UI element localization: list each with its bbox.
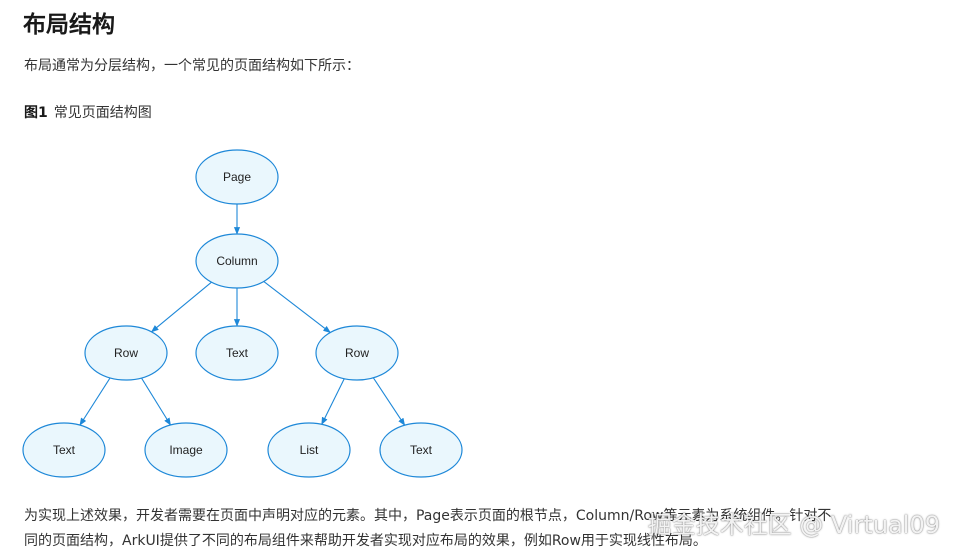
node-text-middle-shape	[195, 325, 279, 381]
edge-row-right-to-list	[321, 378, 345, 426]
node-row-left-label: Row	[114, 346, 138, 360]
figure-caption-text: 常见页面结构图	[53, 105, 152, 121]
node-column-label: Column	[216, 254, 257, 268]
node-text-right-shape	[379, 422, 463, 478]
node-page-label: Page	[223, 170, 251, 184]
body-line-2: 同的页面结构，ArkUI提供了不同的布局组件来帮助开发者实现对应布局的效果，例如…	[24, 533, 707, 549]
node-list-label: List	[300, 443, 319, 457]
node-list: List	[267, 422, 351, 478]
node-row-right-shape	[315, 325, 399, 381]
node-image: Image	[144, 422, 228, 478]
page-title: 布局结构	[23, 12, 115, 38]
node-page: Page	[195, 149, 279, 205]
node-row-left: Row	[84, 325, 168, 381]
node-column-shape	[195, 233, 279, 289]
node-text-left: Text	[22, 422, 106, 478]
node-page-shape	[195, 149, 279, 205]
intro-paragraph: 布局通常为分层结构，一个常见的页面结构如下所示：	[24, 58, 360, 74]
edge-row-right-to-text-right	[372, 377, 406, 426]
node-text-middle: Text	[195, 325, 279, 381]
edge-row-left-to-image	[140, 377, 172, 426]
node-text-left-label: Text	[53, 443, 76, 457]
figure-caption: 图1 常见页面结构图	[24, 102, 152, 124]
edge-column-to-row-left	[150, 281, 212, 333]
node-row-left-shape	[84, 325, 168, 381]
body-paragraph: 为实现上述效果，开发者需要在页面中声明对应的元素。其中，Page表示页面的根节点…	[24, 504, 944, 554]
body-line-1: 为实现上述效果，开发者需要在页面中声明对应的元素。其中，Page表示页面的根节点…	[24, 508, 832, 524]
node-text-right-label: Text	[410, 443, 433, 457]
figure-number: 图1	[24, 105, 48, 121]
node-text-left-shape	[22, 422, 106, 478]
node-list-shape	[267, 422, 351, 478]
diagram-edges	[79, 204, 406, 426]
node-column: Column	[195, 233, 279, 289]
edge-row-left-to-text-left	[79, 377, 111, 426]
node-text-middle-label: Text	[226, 346, 249, 360]
node-text-right: Text	[379, 422, 463, 478]
node-image-label: Image	[169, 443, 203, 457]
edge-column-to-row-right	[263, 281, 331, 333]
node-row-right: Row	[315, 325, 399, 381]
node-row-right-label: Row	[345, 346, 369, 360]
node-image-shape	[144, 422, 228, 478]
